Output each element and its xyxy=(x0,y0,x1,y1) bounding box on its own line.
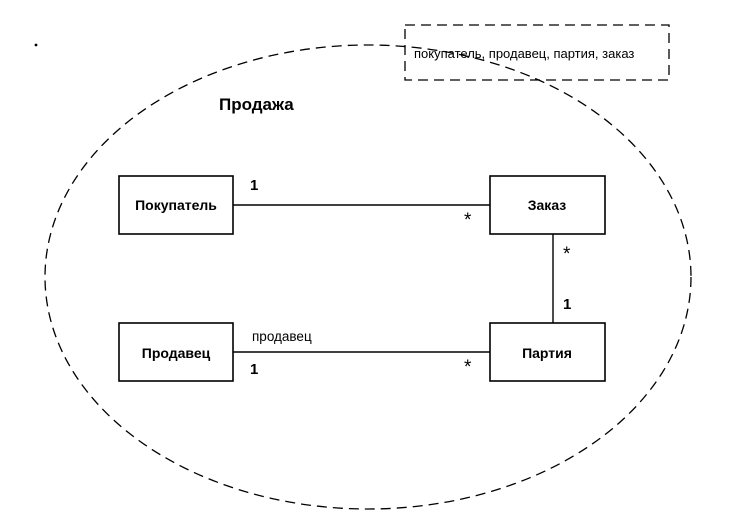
class-lot-name: Партия xyxy=(522,345,572,361)
class-seller[interactable]: Продавец xyxy=(118,322,234,382)
multiplicity-seller-end: 1 xyxy=(250,361,258,378)
template-parameters: покупатель, продавец, партия, заказ xyxy=(414,46,634,61)
class-lot[interactable]: Партия xyxy=(489,322,606,382)
multiplicity-buyer-end: 1 xyxy=(250,177,258,194)
class-seller-name: Продавец xyxy=(142,345,211,361)
role-seller: продавец xyxy=(252,329,312,344)
class-order[interactable]: Заказ xyxy=(489,175,606,235)
class-buyer-name: Покупатель xyxy=(135,197,217,213)
multiplicity-lot-end-top: 1 xyxy=(563,296,571,313)
multiplicity-lot-end-left: * xyxy=(464,357,472,378)
stray-dot xyxy=(34,43,38,47)
collaboration-title: Продажа xyxy=(219,95,294,114)
class-buyer[interactable]: Покупатель xyxy=(118,175,234,235)
template-parameter-box xyxy=(404,24,670,81)
collaboration-ellipse xyxy=(44,44,692,510)
class-order-name: Заказ xyxy=(528,197,567,213)
multiplicity-order-end-bottom: * xyxy=(563,244,571,265)
multiplicity-order-end-left: * xyxy=(464,210,472,231)
